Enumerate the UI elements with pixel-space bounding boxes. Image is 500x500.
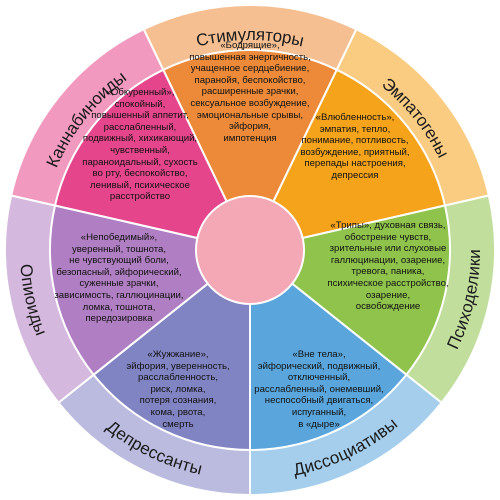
dissociatives-effects: «Вне тела», эйфорический, подвижный, отк… [254, 349, 384, 430]
stimulants-wedge [161, 49, 339, 253]
psychedelics-effects: «Трипы», духовная связь, обострение чувс… [327, 220, 449, 313]
center-hub [195, 195, 305, 305]
empathogens-wedge [248, 68, 447, 252]
cannabinoids-effects: «Обкуренный», спокойный, повышенный аппе… [82, 87, 198, 203]
dissociatives-wedge [249, 247, 408, 452]
depressants-effects: «Жужжание», эйфория, уверенность, рассла… [126, 349, 230, 430]
depressants-wedge [92, 247, 251, 452]
empathogens-effects: «Влюбленность», эмпатия, тепло, понимани… [300, 112, 410, 181]
cannabinoids-wedge [53, 68, 252, 252]
stimulants-effects: «Бодрящие», повышенная энергичность, уча… [189, 40, 311, 144]
inner-wedges [49, 49, 451, 452]
opioids-effects: «Непобедимый», уверенный, тошнота, не чу… [54, 232, 184, 325]
